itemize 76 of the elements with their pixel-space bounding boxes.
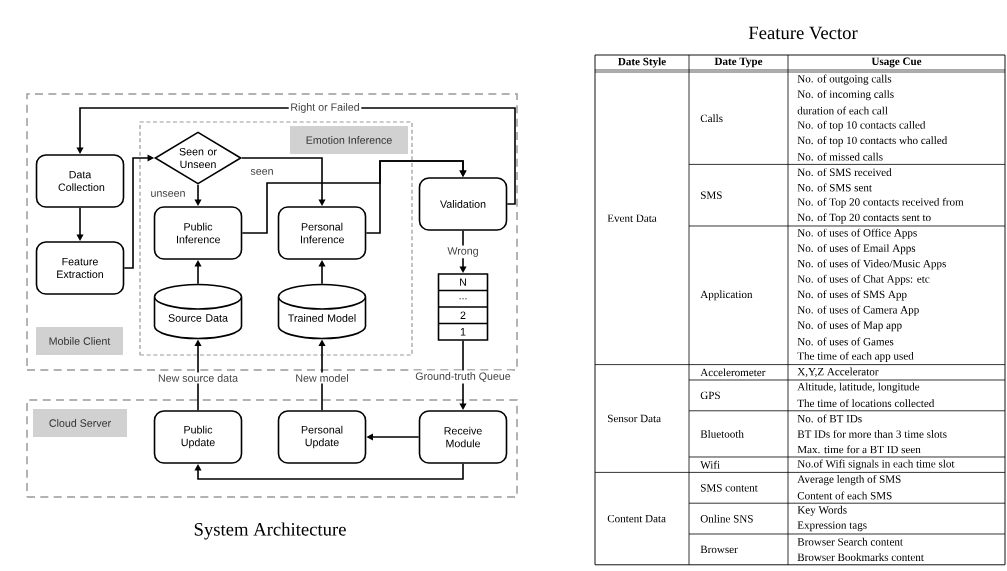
usage-cue-text: No. of incoming calls <box>797 90 894 101</box>
arrow <box>365 160 467 234</box>
group-label: Event Data <box>607 214 657 222</box>
usage-cue-text: No. of SMS sent <box>797 183 872 192</box>
process-box: Public Update <box>153 410 243 464</box>
category-label: SMS content <box>701 484 758 492</box>
usage-cue-text: No. of missed calls <box>797 152 883 161</box>
usage-cue-text: No. of BT IDs <box>797 414 862 423</box>
category-label: Calls <box>700 114 723 123</box>
usage-cue-text: X,Y,Z Accelerator <box>797 367 879 377</box>
usage-cue-text: No. of top 10 contacts called <box>797 120 926 131</box>
usage-cue-text: No. of Top 20 contacts sent to <box>797 213 931 224</box>
category-label: Bluetooth <box>700 430 744 438</box>
usage-cue-text: No. of uses of SMS App <box>797 290 907 301</box>
dashed-region <box>26 93 518 371</box>
edge-label: New source data <box>156 372 240 384</box>
category-label: Online SNS <box>700 514 753 523</box>
category-label: Wifi <box>700 460 720 469</box>
region-label: Mobile Client <box>36 327 123 355</box>
usage-cue-text: No. of uses of Video/Music Apps <box>797 259 946 270</box>
category-label: Browser <box>700 545 738 554</box>
process-box: Feature Extraction <box>35 241 125 295</box>
edge-label: Ground-truth Queue <box>413 370 513 384</box>
usage-cue-text: No. of outgoing calls <box>797 74 892 85</box>
usage-cue-text: The time of each app used <box>797 351 914 362</box>
usage-cue-text: No. of Top 20 contacts received from <box>797 197 964 208</box>
category-label: Application <box>700 290 753 301</box>
region-label: Emotion Inference <box>290 126 408 154</box>
usage-cue-text: No. of uses of Chat Apps: etc <box>797 274 930 285</box>
edge-label: seen <box>248 167 276 177</box>
process-box: Receive Module <box>418 410 508 464</box>
usage-cue-text: Browser Bookmarks content <box>797 553 924 561</box>
category-label: Accelerometer <box>700 368 766 377</box>
column-header: Usage Cue <box>871 57 922 68</box>
database-cylinder: Trained Model <box>277 283 367 340</box>
usage-cue-text: Average length of SMS <box>797 475 901 486</box>
usage-cue-text: The time of locations collected <box>797 399 935 408</box>
database-cylinder: Source Data <box>153 283 243 340</box>
usage-cue-text: Max. time for a BT ID seen <box>797 445 921 454</box>
process-box: Public Inference <box>153 206 243 260</box>
usage-cue-text: No. of uses of Camera App <box>797 305 919 316</box>
queue-stack: N ... 2 1 <box>437 273 489 341</box>
usage-cue-text: No.of Wifi signals in each time slot <box>797 459 955 470</box>
column-header: Date Type <box>714 57 763 68</box>
usage-cue-text: No. of uses of Email Apps <box>797 244 916 255</box>
usage-cue-text: Altitude, latitude, longitude <box>797 382 920 393</box>
edge-label: unseen <box>148 189 188 199</box>
usage-cue-text: Browser Search content <box>797 537 903 546</box>
process-box: Personal Update <box>277 410 367 464</box>
usage-cue-text: Expression tags <box>797 521 867 532</box>
edge-label: New model <box>293 372 351 384</box>
category-label: GPS <box>700 391 720 400</box>
usage-cue-text: No. of top 10 contacts who called <box>797 136 948 147</box>
category-label: SMS <box>701 191 722 199</box>
process-box: Data Collection <box>35 154 125 208</box>
usage-cue-text: Content of each SMS <box>797 491 892 500</box>
process-box: Personal Inference <box>277 206 367 260</box>
region-label: Cloud Server <box>33 409 127 437</box>
dashed-region <box>26 399 518 498</box>
dashed-region <box>139 121 413 356</box>
usage-cue-text: No. of uses of Office Apps <box>797 228 917 239</box>
edge-label: Wrong <box>445 245 481 259</box>
process-box: Validation <box>418 177 508 231</box>
arrow <box>194 463 464 480</box>
usage-cue-text: No. of SMS received <box>797 168 892 177</box>
usage-cue-text: No. of uses of Map app <box>797 321 902 332</box>
usage-cue-text: Key Words <box>797 505 847 516</box>
caption: System Architecture <box>194 522 346 540</box>
usage-cue-text: duration of each call <box>797 106 888 115</box>
table-title: Feature Vector <box>748 26 858 40</box>
column-header: Date Style <box>618 57 666 68</box>
usage-cue-text: BT IDs for more than 3 time slots <box>797 429 947 438</box>
usage-cue-text: No. of uses of Games <box>797 337 894 346</box>
group-label: Content Data <box>607 514 666 523</box>
edge-label: Right or Failed <box>288 101 362 115</box>
group-label: Sensor Data <box>608 414 661 423</box>
